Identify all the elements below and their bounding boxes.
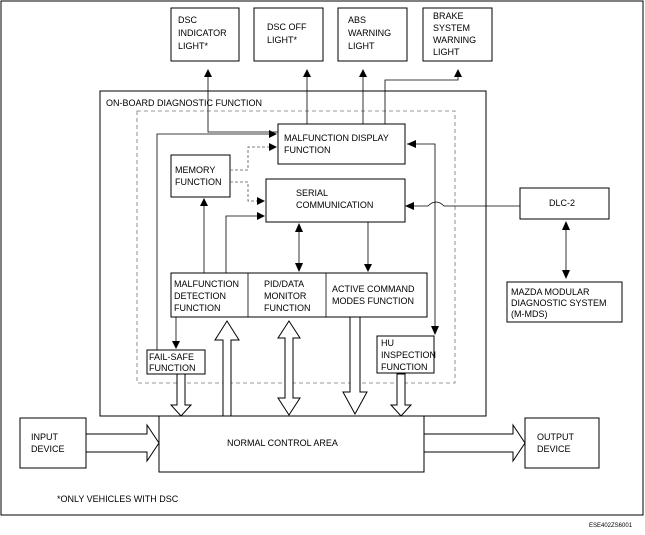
dsc-off-line2: LIGHT* [267, 35, 298, 45]
connector-detection-to-serial [225, 212, 265, 273]
memory-function-box: MEMORY FUNCTION [170, 154, 231, 198]
dsc-indicator-light-box: DSC INDICATOR LIGHT* [170, 7, 240, 62]
output-device-line2: DEVICE [537, 444, 571, 454]
abs-warning-light-box: ABS WARNING LIGHT [337, 7, 408, 62]
pid-monitor-line2: MONITOR [264, 291, 307, 301]
hu-line1: HU [381, 338, 394, 348]
active-command-line1: ACTIVE COMMAND [332, 284, 415, 294]
memory-line1: MEMORY [175, 165, 215, 175]
input-device-box: INPUT DEVICE [19, 417, 87, 469]
connector-to-dsc-indicator [204, 69, 278, 133]
function-row-box [170, 272, 428, 318]
fail-safe-line1: FAIL-SAFE [149, 352, 194, 362]
normal-control-area-box: NORMAL CONTROL AREA [158, 415, 425, 473]
hu-line3: FUNCTION [381, 362, 428, 372]
abs-warning-line1: ABS [348, 15, 366, 25]
connector-display-hu [407, 143, 436, 334]
arrow-normal-to-output [423, 423, 526, 463]
arrow-input-to-normal [85, 423, 160, 463]
hu-inspection-box: HU INSPECTION FUNCTION [376, 335, 436, 374]
mmds-line1: MAZDA MODULAR [511, 287, 590, 297]
dsc-indicator-line2: INDICATOR [178, 28, 227, 38]
pid-monitor-line3: FUNCTION [264, 303, 311, 313]
arrow-active-to-normal [342, 316, 368, 416]
obd-title: ON-BOARD DIAGNOSTIC FUNCTION [106, 98, 262, 108]
malfunction-display-line1: MALFUNCTION DISPLAY [284, 133, 389, 143]
mmds-box: MAZDA MODULAR DIAGNOSTIC SYSTEM (M-MDS) [506, 281, 623, 323]
connector-to-brake-warning [384, 69, 462, 124]
hu-line2: INSPECTION [381, 350, 436, 360]
brake-warning-light-box: BRAKE SYSTEM WARNING LIGHT [422, 7, 493, 62]
memory-line2: FUNCTION [175, 177, 222, 187]
malfunction-display-line2: FUNCTION [284, 145, 331, 155]
footnote: *ONLY VEHICLES WITH DSC [57, 494, 179, 504]
input-device-line1: INPUT [31, 432, 59, 442]
connector-memory-to-serial [230, 181, 265, 205]
serial-line1: SERIAL [296, 188, 328, 198]
brake-warning-line2: SYSTEM [433, 23, 470, 33]
abs-warning-line2: WARNING [348, 28, 391, 38]
dsc-off-line1: DSC OFF [267, 22, 307, 32]
output-device-box: OUTPUT DEVICE [524, 417, 600, 469]
output-device-line1: OUTPUT [537, 432, 575, 442]
serial-communication-box: SERIAL COMMUNICATION [265, 178, 406, 223]
mmds-line3: (M-MDS) [511, 309, 548, 319]
malfunction-display-box: MALFUNCTION DISPLAY FUNCTION [277, 123, 406, 165]
dsc-indicator-line1: DSC [178, 15, 198, 25]
active-command-line2: MODES FUNCTION [332, 296, 414, 306]
malfunction-detection-line2: DETECTION [174, 291, 226, 301]
mmds-line2: DIAGNOSTIC SYSTEM [511, 298, 607, 308]
figure-code: ESE402ZS6001 [589, 523, 633, 529]
dsc-indicator-line3: LIGHT* [178, 41, 209, 51]
dsc-off-light-box: DSC OFF LIGHT* [253, 7, 324, 62]
connector-detection-to-display [156, 130, 277, 350]
connector-memory-to-display [230, 143, 277, 171]
normal-control-label: NORMAL CONTROL AREA [227, 438, 338, 448]
pid-monitor-line1: PID/DATA [264, 279, 304, 289]
fail-safe-box: FAIL-SAFE FUNCTION [146, 349, 206, 375]
brake-warning-line4: LIGHT [433, 47, 460, 57]
arrow-normal-to-detection [214, 320, 240, 417]
serial-line2: COMMUNICATION [296, 200, 373, 210]
brake-warning-line1: BRAKE [433, 11, 464, 21]
malfunction-detection-line3: FUNCTION [174, 303, 221, 313]
dlc2-box: DLC-2 [519, 187, 610, 220]
outer-frame [0, 0, 644, 516]
connector-serial-dlc2 [407, 201, 520, 207]
input-device-line2: DEVICE [31, 444, 65, 454]
dlc2-label: DLC-2 [549, 198, 575, 208]
malfunction-detection-line1: MALFUNCTION [174, 279, 239, 289]
abs-warning-line3: LIGHT [348, 41, 375, 51]
arrow-failsafe-to-normal [169, 373, 193, 417]
brake-warning-line3: WARNING [433, 35, 476, 45]
arrow-pid-normal [277, 320, 301, 416]
fail-safe-line2: FUNCTION [149, 363, 196, 373]
obd-dashed-region [136, 110, 456, 384]
arrow-hu-to-normal [389, 373, 413, 417]
